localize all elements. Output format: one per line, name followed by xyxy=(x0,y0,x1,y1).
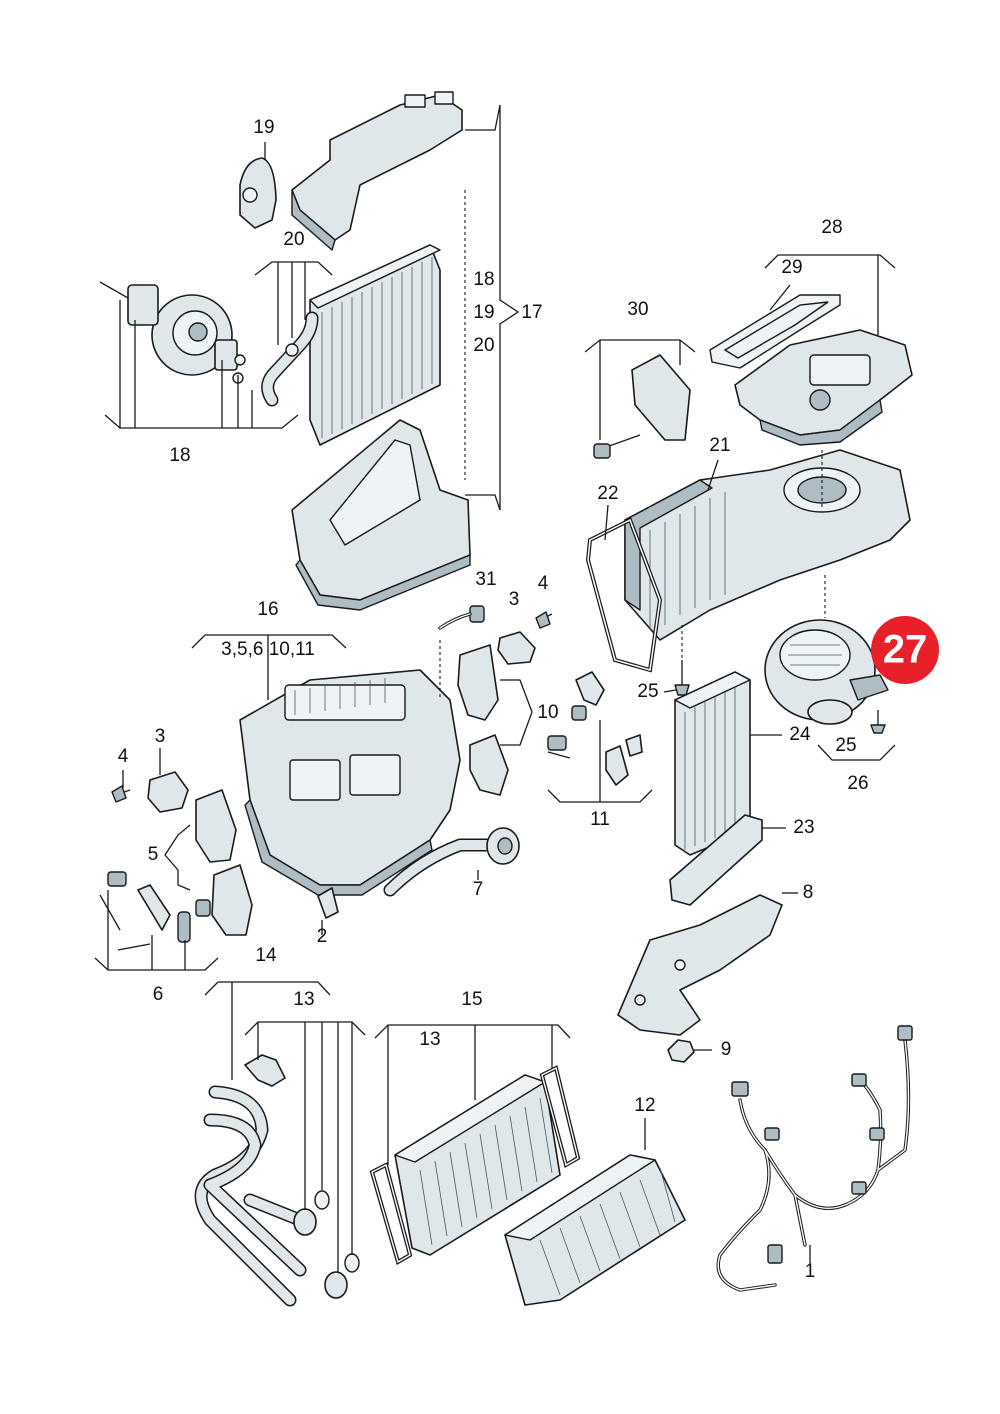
callout-26: 26 xyxy=(847,773,868,794)
callout-10: 10 xyxy=(537,702,558,723)
blower-motor-part xyxy=(764,619,889,725)
leader-lines xyxy=(94,104,896,1272)
expansion-valve-part xyxy=(99,281,246,384)
highlight-circle xyxy=(871,616,939,684)
seals-13-part xyxy=(369,1065,581,1266)
auxiliary-heater-12-part xyxy=(504,1154,686,1306)
callout-4-mid: 4 xyxy=(538,573,549,594)
callout-19-bracket: 19 xyxy=(473,302,494,323)
callout-16: 16 xyxy=(257,599,278,620)
callout-23: 23 xyxy=(793,817,814,838)
callout-15: 15 xyxy=(461,989,482,1010)
callout-22: 22 xyxy=(597,483,618,504)
callout-3-left: 3 xyxy=(155,726,166,747)
callout-29: 29 xyxy=(781,257,802,278)
cover-23-part xyxy=(669,814,763,906)
bracket-cover-19-part xyxy=(239,157,277,229)
callout-18-bracket: 18 xyxy=(473,269,494,290)
callout-21: 21 xyxy=(709,435,730,456)
callout-20-top: 20 xyxy=(283,229,304,250)
small-parts-11-part xyxy=(547,671,643,786)
air-distribution-housing-16-part xyxy=(239,669,461,896)
bracket-2-part xyxy=(317,887,339,919)
blower-housing-21-part xyxy=(624,449,911,641)
screw-4-part xyxy=(111,611,553,803)
filter-insert-30-part xyxy=(593,354,691,459)
callout-3-mid: 3 xyxy=(509,589,520,610)
refrigerant-pipes-part xyxy=(261,311,319,407)
callout-7: 7 xyxy=(473,879,484,900)
callout-30: 30 xyxy=(627,299,648,320)
callout-13-bracket: 13 xyxy=(419,1029,440,1050)
wiring-harness-1-part xyxy=(716,1025,913,1292)
evaporator-core-part xyxy=(309,244,441,446)
heat-exchanger-15-part xyxy=(394,1074,561,1256)
duct-bracket-part xyxy=(291,91,463,251)
drain-hose-7-part xyxy=(383,827,520,897)
callout-28: 28 xyxy=(821,217,842,238)
callout-18-bottom: 18 xyxy=(169,445,190,466)
servomotor-3-part xyxy=(147,631,536,813)
air-intake-housing-part xyxy=(734,329,913,446)
callout-24: 24 xyxy=(789,724,811,745)
callout-11: 11 xyxy=(590,809,610,830)
evaporator-housing-tray-part xyxy=(291,419,471,611)
callout-19-top: 19 xyxy=(253,117,274,138)
seal-29-part xyxy=(709,294,841,369)
callout-13-top: 13 xyxy=(293,989,314,1010)
callout-2: 2 xyxy=(317,926,328,947)
callout-8: 8 xyxy=(803,882,814,903)
gasket-22-part xyxy=(585,517,663,673)
callout-31: 31 xyxy=(475,569,496,590)
callout-1: 1 xyxy=(805,1261,816,1282)
callout-14: 14 xyxy=(255,945,277,966)
callout-6: 6 xyxy=(153,984,164,1005)
callout-25-right: 25 xyxy=(835,735,856,756)
callout-12: 12 xyxy=(634,1095,655,1116)
callout-27: 27 xyxy=(883,628,928,672)
screws-25-part xyxy=(674,660,886,734)
actuator-levers-part xyxy=(195,644,509,936)
cover-plate-8-part xyxy=(617,894,783,1036)
callout-17: 17 xyxy=(521,302,542,323)
clamps-13-part xyxy=(244,1054,360,1299)
highlight-callout-27: 27 xyxy=(871,616,939,684)
nut-9-part xyxy=(667,1039,695,1063)
callout-25-left: 25 xyxy=(637,681,658,702)
callout-20-bracket: 20 xyxy=(473,335,494,356)
callout-9: 9 xyxy=(721,1039,732,1060)
sensor-31-part xyxy=(438,605,485,630)
small-parts-6-part xyxy=(99,871,211,951)
callout-16-sub: 3,5,6 10,11 xyxy=(221,639,315,660)
callout-4-left: 4 xyxy=(118,746,129,767)
callout-5: 5 xyxy=(148,844,159,865)
dust-filter-24-part xyxy=(674,671,751,856)
coolant-pipes-14-part xyxy=(194,1085,312,1307)
